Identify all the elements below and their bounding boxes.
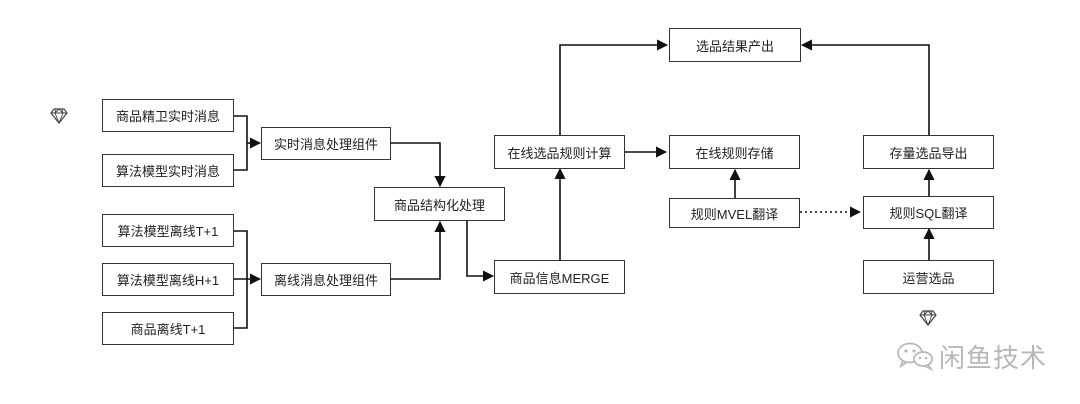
edge-algo-realtime-to-processor (233, 143, 248, 171)
node-label: 选品结果产出 (695, 38, 774, 54)
edge-realtime-processor-to-structuring (390, 142, 446, 188)
node-spu-offline-t1: 商品离线T+1 (102, 312, 234, 345)
edge-spu-realtime-to-processor (233, 115, 248, 143)
node-ops-selection: 运营选品 (863, 260, 994, 294)
node-label: 商品精卫实时消息 (115, 109, 220, 124)
node-label: 规则SQL翻译 (889, 206, 968, 221)
node-label: 算法模型离线T+1 (117, 224, 219, 239)
node-stock-export: 存量选品导出 (863, 135, 994, 169)
node-spu-realtime-msg: 商品精卫实时消息 (102, 99, 234, 132)
node-online-rule-compute: 在线选品规则计算 (494, 135, 625, 169)
watermark-text: 闲鱼技术 (939, 342, 1048, 373)
edge-export-to-result (800, 39, 930, 135)
node-algo-offline-h1: 算法模型离线H+1 (102, 263, 234, 296)
edge-online-compute-to-result (559, 39, 669, 136)
node-spu-info-merge: 商品信息MERGE (494, 260, 625, 294)
node-label: 商品信息MERGE (509, 270, 610, 286)
node-spu-structuring: 商品结构化处理 (374, 187, 505, 221)
node-label: 运营选品 (902, 270, 955, 286)
node-label: 存量选品导出 (889, 145, 968, 161)
diamond-icon (50, 108, 68, 124)
node-label: 算法模型离线H+1 (116, 273, 220, 288)
node-label: 离线消息处理组件 (273, 273, 378, 288)
node-label: 商品离线T+1 (130, 322, 206, 337)
edge-structuring-to-merge (466, 221, 495, 282)
wechat-icon (897, 342, 934, 371)
node-algo-offline-t1: 算法模型离线T+1 (102, 214, 234, 247)
edge-offline-processor-to-structuring (390, 220, 446, 280)
diamond-icon (919, 310, 937, 326)
node-offline-processor: 离线消息处理组件 (261, 263, 391, 296)
node-rule-sql-translate: 规则SQL翻译 (863, 196, 994, 229)
node-label: 商品结构化处理 (393, 197, 485, 213)
node-label: 实时消息处理组件 (273, 137, 378, 152)
node-selection-result: 选品结果产出 (669, 28, 801, 62)
node-realtime-processor: 实时消息处理组件 (261, 127, 391, 160)
edge-spu-t1-to-offline (233, 279, 248, 329)
watermark: 闲鱼技术 (895, 338, 1047, 374)
node-label: 在线选品规则计算 (507, 145, 612, 161)
node-online-rule-store: 在线规则存储 (669, 135, 800, 169)
edge-algo-t1-to-offline (233, 230, 248, 279)
node-label: 在线规则存储 (695, 145, 774, 161)
node-algo-realtime-msg: 算法模型实时消息 (102, 154, 234, 187)
node-label: 算法模型实时消息 (115, 164, 220, 179)
node-rule-mvel-translate: 规则MVEL翻译 (669, 198, 800, 228)
node-label: 规则MVEL翻译 (690, 206, 779, 222)
